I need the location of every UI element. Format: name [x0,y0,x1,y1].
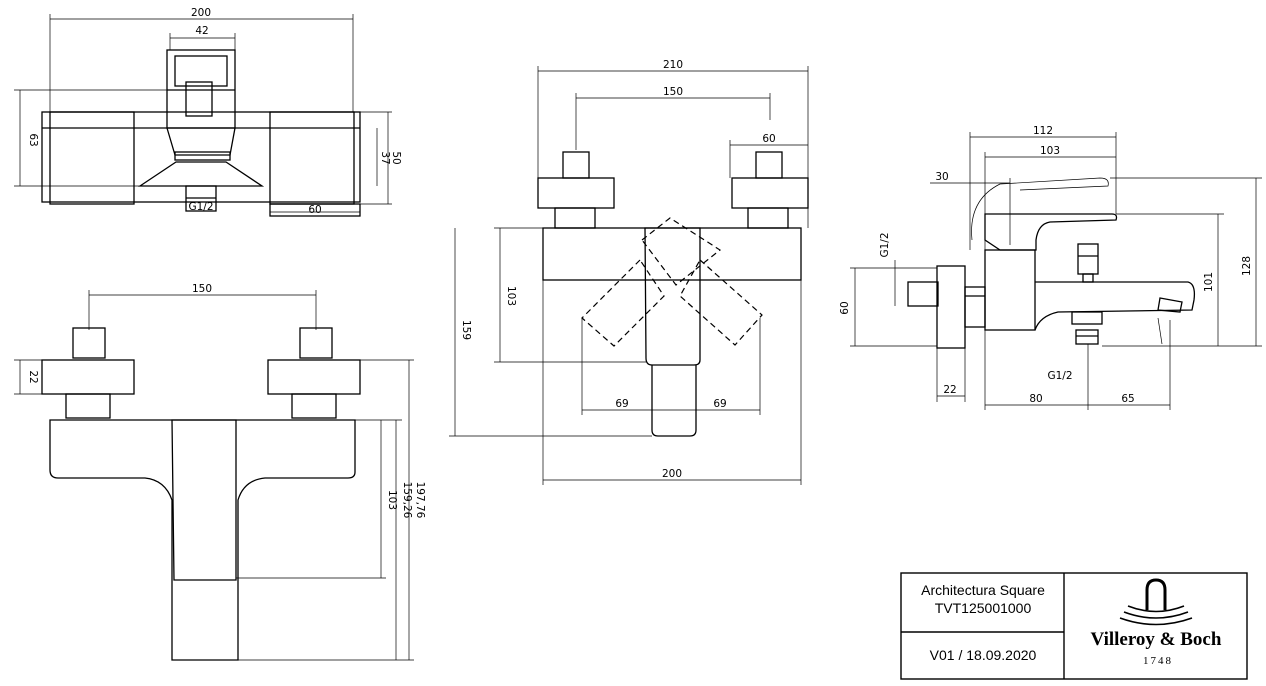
side-dim-128: 128 [1241,256,1253,276]
side-dim-103: 103 [1040,145,1060,157]
top-dim-body-height: 37 [379,151,391,164]
rot-dim-handle: 60 [762,133,775,145]
top-dim-total: 50 [390,151,402,164]
side-dim-101: 101 [1203,272,1215,292]
front-dim-a: 159,26 [401,482,413,519]
brand-name: Villeroy & Boch [1091,629,1222,650]
title-block: Architectura Square TVT125001000 V01 / 1… [900,572,1248,680]
top-dim-width: 200 [191,7,211,19]
version-date: V01 / 18.09.2020 [930,647,1037,663]
rot-dim-spacing: 150 [663,86,683,98]
top-dim-depth: 63 [27,133,39,146]
rot-dim-total: 210 [663,59,683,71]
top-view: 200 42 G1/2 60 63 37 [14,7,402,217]
front-dim-spacing: 150 [192,283,212,295]
product-code: TVT125001000 [935,600,1032,616]
rot-dim-height: 159 [460,320,472,340]
side-dim-112: 112 [1033,125,1053,137]
rotation-view: 210 150 60 103 159 6 [449,59,809,485]
side-dim-65: 65 [1121,393,1134,405]
rot-dim-right-offset: 69 [713,398,726,410]
brand-logo-icon [1119,578,1193,626]
front-view: 150 22 103 159,26 197,76 [14,283,426,661]
rot-dim-left-offset: 69 [615,398,628,410]
side-dim-22: 22 [943,384,956,396]
side-dim-60: 60 [839,301,851,314]
side-dim-30: 30 [935,171,948,183]
front-dim-b: 197,76 [414,482,426,519]
product-name: Architectura Square [921,582,1045,598]
side-dim-80: 80 [1029,393,1042,405]
rot-dim-body: 200 [662,468,682,480]
top-thread: G1/2 [188,201,213,213]
side-thread-bottom: G1/2 [1047,370,1072,382]
brand-year: 1748 [1143,655,1173,667]
top-dim-center: 42 [195,25,208,37]
front-dim-spout: 103 [386,490,398,510]
side-thread-top: G1/2 [879,232,891,257]
rot-dim-spout: 103 [505,286,517,306]
top-dim-handle: 60 [308,204,321,216]
side-view: 112 103 30 G1/2 G1/2 [839,125,1262,410]
front-dim-handle-height: 22 [27,370,39,383]
